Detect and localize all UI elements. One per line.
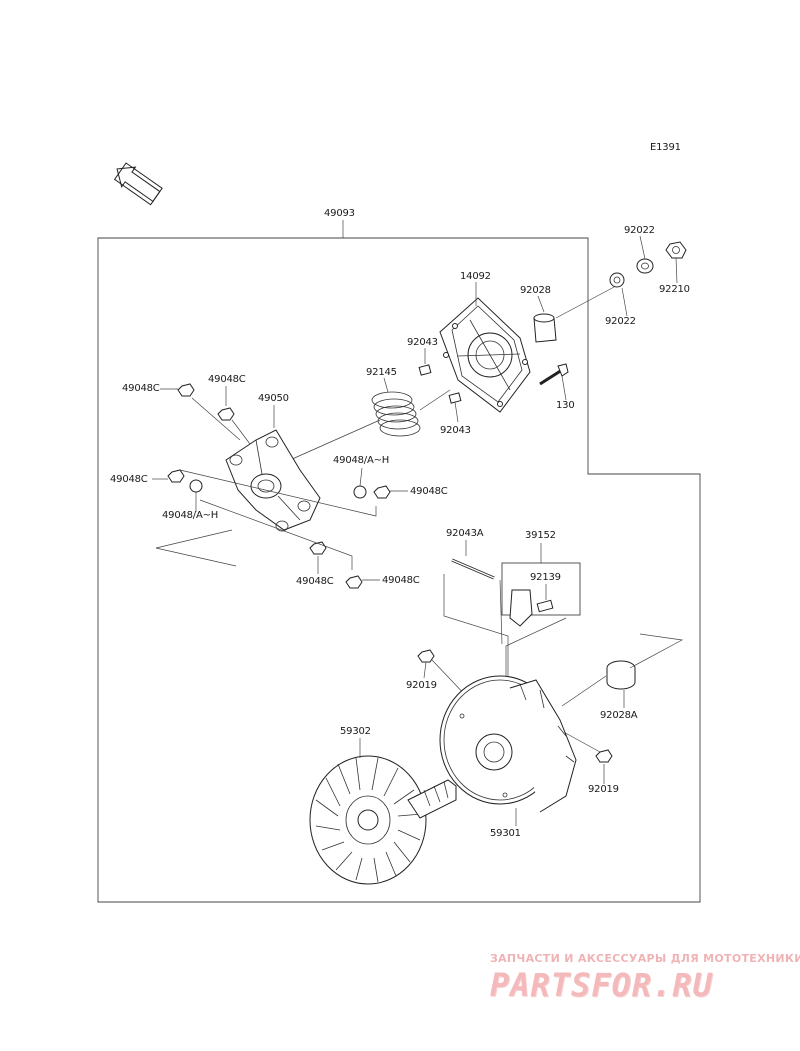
label-92019-right: 92019 (588, 784, 619, 795)
label-49048c-3: 49048C (110, 474, 148, 485)
label-14092: 14092 (460, 271, 491, 282)
pin-92043A (451, 558, 495, 580)
label-39152: 39152 (525, 530, 556, 541)
label-49048ah-1: 49048/A~H (333, 455, 390, 466)
bolt-92019-b (595, 749, 613, 763)
nut-49048c-1 (177, 383, 195, 397)
label-49050: 49050 (258, 393, 289, 404)
nut-49048c-6 (345, 575, 363, 589)
nut-49048c-3 (167, 469, 185, 483)
nut-92210 (665, 241, 687, 259)
label-92043-top: 92043 (407, 337, 438, 348)
fixed-sheave-59302 (309, 755, 457, 885)
label-92043-bottom: 92043 (440, 425, 471, 436)
label-59301: 59301 (490, 828, 521, 839)
assembly-outline (97, 237, 701, 903)
washer-92022-b (636, 258, 654, 274)
pin-92043-a (418, 364, 432, 376)
label-92022-top: 92022 (624, 225, 655, 236)
washer-92022-a (609, 272, 625, 288)
bushing-92028 (533, 313, 557, 343)
cover-plate-14092 (439, 297, 531, 413)
label-92028: 92028 (520, 285, 551, 296)
label-59302: 59302 (340, 726, 371, 737)
spring-92145 (371, 391, 421, 437)
label-130: 130 (556, 400, 575, 411)
spider-49050 (225, 429, 321, 532)
roller-49048-2 (353, 485, 367, 499)
label-49048c-4: 49048C (410, 486, 448, 497)
label-92139: 92139 (530, 572, 561, 583)
label-92022-bottom: 92022 (605, 316, 636, 327)
label-49048c-5: 49048C (296, 576, 334, 587)
label-92028A: 92028A (600, 710, 638, 721)
nut-49048c-4 (373, 485, 391, 499)
label-49093: 49093 (324, 208, 355, 219)
label-92019-left: 92019 (406, 680, 437, 691)
bolt-92019-a (417, 649, 435, 663)
label-49048ah-2: 49048/A~H (162, 510, 219, 521)
label-92043A: 92043A (446, 528, 484, 539)
bolt-130 (539, 363, 569, 386)
diagram-id: E1391 (650, 142, 681, 153)
label-49048c-2: 49048C (208, 374, 246, 385)
roller-49048-1 (189, 479, 203, 493)
watermark-logo: PARTSFOR.RU (490, 966, 713, 1004)
bushing-92028A (606, 660, 636, 690)
roller-weight-92139 (509, 589, 554, 627)
label-49048c-1: 49048C (122, 383, 160, 394)
label-92210: 92210 (659, 284, 690, 295)
nut-49048c-2 (217, 407, 235, 421)
pin-92043-b (448, 392, 462, 404)
movable-sheave-59301 (439, 675, 577, 813)
label-92145: 92145 (366, 367, 397, 378)
watermark-tagline: ЗАПЧАСТИ И АКСЕССУАРЫ ДЛЯ МОТОТЕХНИКИ (490, 952, 800, 965)
label-49048c-6: 49048C (382, 575, 420, 586)
front-arrow-icon (113, 162, 163, 206)
